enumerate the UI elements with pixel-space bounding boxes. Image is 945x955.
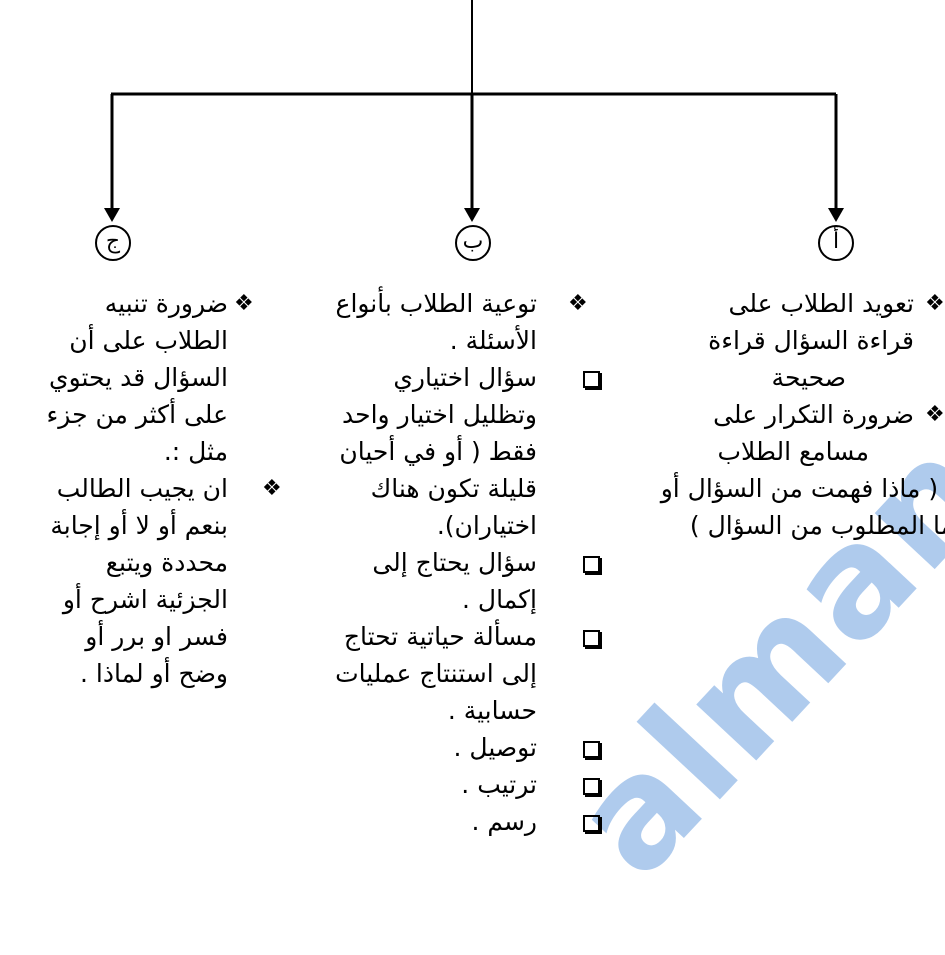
branch-b-item-7-line-1: رسم . [471,807,537,836]
branch-b-label: ب [455,225,491,261]
branch-b-item-6: ترتيب . [300,766,600,803]
branch-b-item-4-line-3: حسابية . [447,696,537,725]
branch-c-item-1-line-5: مثل :. [163,437,228,466]
branch-a-item-3: . ( ماذا فهمت من السؤال أو ما المطلوب من… [600,470,945,544]
branch-b-item-4-line-1: مسألة حياتية تحتاج [343,622,537,651]
branch-b-item-2-line-5: اختياران). [436,511,537,540]
branch-c-item-2-line-1: ان يجيب الطالب [56,474,228,503]
square-bullet-icon [583,778,600,795]
branch-a-column: ❖ تعويد الطلاب على قراءة السؤال قراءة صح… [600,285,945,544]
branch-c-item-2: ❖ ان يجيب الطالب بنعم أو لا أو إجابة محد… [8,470,281,692]
branch-b-item-4-line-2: إلى استنتاج عمليات [335,659,537,688]
square-bullet-icon [583,556,600,573]
diamond-bullet-icon: ❖ [262,476,282,501]
branch-a-item-1-line-1: تعويد الطلاب على [728,289,914,318]
branch-b-item-2-line-3: فقط ( أو في أحيان [339,437,537,466]
branch-a-item-1: ❖ تعويد الطلاب على قراءة السؤال قراءة صح… [600,285,945,396]
branch-a-item-2-line-1: ضرورة التكرار على [713,400,914,429]
branch-a-item-3-line-2: ما المطلوب من السؤال ) [689,511,945,540]
branch-c-item-2-line-2: بنعم أو لا أو إجابة [50,511,228,540]
branch-b-item-2-line-2: وتظليل اختيار واحد [342,400,537,429]
diamond-bullet-icon: ❖ [925,291,945,316]
branch-a-item-1-line-2: قراءة السؤال قراءة [708,326,914,355]
branch-a-item-3-line-1: . ( ماذا فهمت من السؤال أو [660,474,945,503]
branch-c-item-2-line-3: محددة ويتبع [105,548,228,577]
branch-c-item-2-line-5: فسر او برر أو [85,622,228,651]
branch-b-item-2-line-1: سؤال اختياري [393,363,537,392]
branch-a-item-2-line-2: مسامع الطلاب [717,437,869,466]
arrow-head-b [464,208,480,222]
branch-a-label: أ [818,225,854,261]
branch-b-item-5-line-1: توصيل . [453,733,537,762]
branch-b-item-3-line-2: إكمال . [462,585,537,614]
branch-c-item-1: ❖ ضرورة تنبيه الطلاب على أن السؤال قد يح… [8,285,254,470]
square-bullet-icon [583,371,600,388]
square-bullet-icon [583,741,600,758]
arrow-head-c [104,208,120,222]
branch-b-item-7: رسم . [300,803,600,840]
square-bullet-icon [583,630,600,647]
branch-a-item-1-line-3: صحيحة [771,363,846,392]
branch-b-item-2: سؤال اختياري وتظليل اختيار واحد فقط ( أو… [300,359,600,544]
branch-b-item-3: سؤال يحتاج إلى إكمال . [300,544,600,618]
branch-c-item-1-line-1: ضرورة تنبيه [104,289,228,318]
branch-b-item-1-line-2: الأسئلة . [449,326,537,355]
branch-c-item-1-line-2: الطلاب على أن [69,326,228,355]
branch-b-item-1: ❖ توعية الطلاب بأنواع الأسئلة . [300,285,588,359]
diamond-bullet-icon: ❖ [234,291,254,316]
branch-b-item-6-line-1: ترتيب . [461,770,537,799]
branch-b-item-1-line-1: توعية الطلاب بأنواع [335,289,537,318]
square-bullet-icon [583,815,600,832]
branch-b-item-5: توصيل . [300,729,600,766]
branch-b-item-3-line-1: سؤال يحتاج إلى [372,548,537,577]
diamond-bullet-icon: ❖ [568,291,588,316]
branch-a-item-2: ❖ ضرورة التكرار على مسامع الطلاب [600,396,945,470]
branch-c-item-2-line-4: الجزئية اشرح أو [62,585,228,614]
branch-c-item-1-line-3: السؤال قد يحتوي [49,363,228,392]
branch-c-column: ❖ ضرورة تنبيه الطلاب على أن السؤال قد يح… [8,285,282,692]
branch-b-column: ❖ توعية الطلاب بأنواع الأسئلة . سؤال اخت… [300,285,600,840]
branch-c-item-1-line-4: على أكثر من جزء [46,400,228,429]
arrow-head-a [828,208,844,222]
diamond-bullet-icon: ❖ [925,402,945,427]
branch-b-item-2-line-4: قليلة تكون هناك [370,474,537,503]
branch-c-item-2-line-6: وضح أو لماذا . [79,659,228,688]
branch-c-label: ج [95,225,131,261]
branch-b-item-4: مسألة حياتية تحتاج إلى استنتاج عمليات حس… [300,618,600,729]
